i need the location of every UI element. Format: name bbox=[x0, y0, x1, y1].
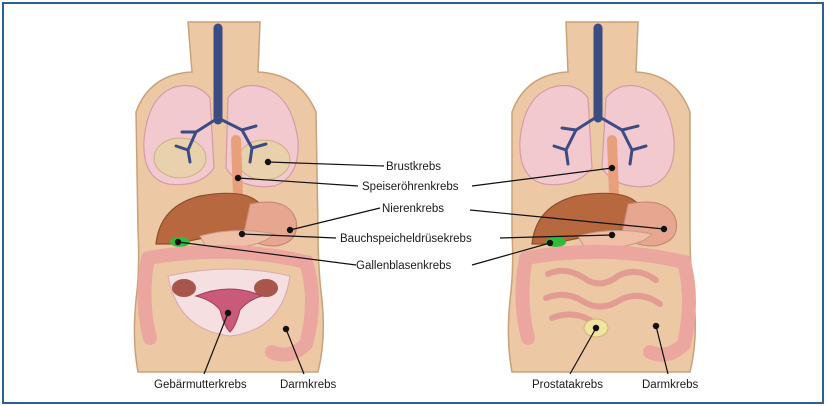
dot-niere-female bbox=[287, 227, 293, 233]
label-prostatakrebs: Prostatakrebs bbox=[532, 379, 603, 391]
female-esophagus bbox=[236, 140, 238, 196]
label-brustkrebs: Brustkrebs bbox=[386, 161, 441, 173]
dot-galle-male bbox=[547, 240, 553, 246]
dot-pankreas-male bbox=[609, 232, 615, 238]
dot-speiseroehre-female bbox=[235, 175, 241, 181]
female-ovary-left bbox=[172, 279, 196, 297]
dot-darm-female bbox=[283, 326, 289, 332]
male-figure bbox=[508, 22, 695, 372]
dot-brust bbox=[265, 159, 271, 165]
label-gebaermutterkrebs: Gebärmutterkrebs bbox=[154, 379, 247, 391]
dot-darm-male bbox=[653, 323, 659, 329]
female-figure bbox=[134, 22, 323, 372]
dot-prostata bbox=[593, 325, 599, 331]
dot-niere-male bbox=[661, 226, 667, 232]
label-nierenkrebs: Nierenkrebs bbox=[382, 203, 444, 215]
dot-galle-female bbox=[175, 239, 181, 245]
dot-gebaermutter bbox=[225, 310, 231, 316]
label-bauchspeicheldruesenkrebs: Bauchspeicheldrüsekrebs bbox=[340, 233, 472, 245]
dot-pankreas-female bbox=[239, 231, 245, 237]
female-breast-left bbox=[154, 138, 206, 178]
label-gallenblasenkrebs: Gallenblasenkrebs bbox=[356, 260, 452, 272]
dot-speiseroehre-male bbox=[609, 165, 615, 171]
label-speiseroehrenkrebs: Speiseröhrenkrebs bbox=[362, 181, 459, 193]
label-darmkrebs-female: Darmkrebs bbox=[280, 379, 336, 391]
label-darmkrebs-male: Darmkrebs bbox=[642, 379, 698, 391]
